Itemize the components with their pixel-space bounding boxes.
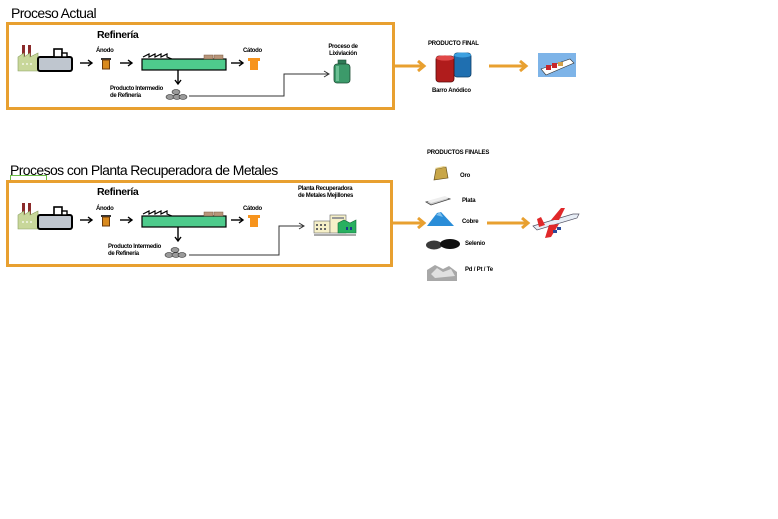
leaching-label-line1: Proceso de — [328, 44, 358, 50]
leaching-tank-icon — [333, 59, 351, 84]
section-title-current-process: Proceso Actual — [11, 5, 97, 21]
recovery-plant-icon — [313, 213, 358, 237]
arrow-icon — [120, 59, 134, 67]
section-title-recovery-process: Procesos con Planta Recuperadora de Meta… — [10, 162, 278, 178]
refinery-tank-icon — [141, 53, 228, 71]
refinery-title-current: Refinería — [97, 29, 139, 41]
anode-label-recovery: Ánodo — [96, 206, 114, 212]
cathode-label-current: Cátodo — [243, 48, 262, 54]
intermediate-product-icon — [164, 247, 187, 259]
intermediate-label-line2: de Refinería — [110, 93, 141, 99]
cathode-label-recovery: Cátodo — [243, 206, 262, 212]
leaching-label: Proceso de Lixiviación — [318, 44, 368, 58]
recovery-plant-label-line2: de Metales Mejillones — [298, 193, 354, 199]
recovery-plant-label: Planta Recuperadora de Metales Mejillone… — [298, 186, 353, 200]
flow-arrow-icon — [393, 216, 427, 230]
connector-line — [189, 70, 331, 98]
product-label-silver: Plata — [462, 198, 476, 204]
flow-arrow-icon — [395, 59, 427, 73]
intermediate-label-line1: Producto Intermedio — [110, 86, 163, 92]
gold-bar-icon — [432, 166, 450, 182]
cathode-icon — [248, 215, 260, 227]
connector-line — [189, 222, 309, 257]
final-product-label: Barro Anódico — [432, 88, 471, 94]
airplane-icon — [531, 206, 581, 240]
selection-marker — [10, 175, 47, 181]
down-arrow-icon — [174, 70, 182, 86]
intermediate-label-line1: Producto Intermedio — [108, 244, 161, 250]
final-products-heading: PRODUCTOS FINALES — [427, 150, 490, 156]
arrow-icon — [231, 216, 245, 224]
product-label-selenium: Selenio — [465, 241, 485, 247]
arrow-icon — [231, 59, 245, 67]
product-label-pd-pt-te: Pd / Pt / Te — [465, 267, 493, 273]
product-label-copper: Cobre — [462, 219, 479, 225]
refinery-title-recovery: Refinería — [97, 186, 139, 198]
smelter-factory-icon — [17, 201, 76, 231]
final-product-heading: PRODUCTO FINAL — [428, 41, 479, 47]
refinery-frame-current — [6, 22, 395, 110]
refinery-tank-icon — [141, 210, 228, 228]
smelter-factory-icon — [17, 43, 76, 73]
pd-pt-te-icon — [427, 262, 457, 282]
silver-bar-icon — [424, 194, 452, 206]
intermediate-label-current: Producto Intermedio de Refinería — [110, 86, 163, 100]
recovery-plant-label-line1: Planta Recuperadora — [298, 186, 353, 192]
arrow-icon — [120, 216, 134, 224]
intermediate-label-recovery: Producto Intermedio de Refinería — [108, 244, 161, 258]
intermediate-product-icon — [165, 89, 188, 101]
anode-icon — [101, 58, 111, 70]
cargo-ship-icon — [538, 53, 576, 77]
copper-powder-icon — [427, 211, 455, 227]
down-arrow-icon — [174, 227, 182, 243]
intermediate-label-line2: de Refinería — [108, 251, 139, 257]
arrow-icon — [80, 216, 94, 224]
arrow-icon — [80, 59, 94, 67]
cathode-icon — [248, 58, 260, 70]
flow-arrow-icon — [489, 59, 529, 73]
leaching-label-line2: Lixiviación — [329, 51, 357, 57]
anode-label-current: Ánodo — [96, 48, 114, 54]
barrels-icon — [434, 52, 480, 84]
product-label-gold: Oro — [460, 173, 471, 179]
flow-arrow-icon — [487, 216, 531, 230]
selenium-icon — [426, 238, 462, 250]
refinery-frame-recovery — [6, 180, 393, 267]
anode-icon — [101, 215, 111, 227]
